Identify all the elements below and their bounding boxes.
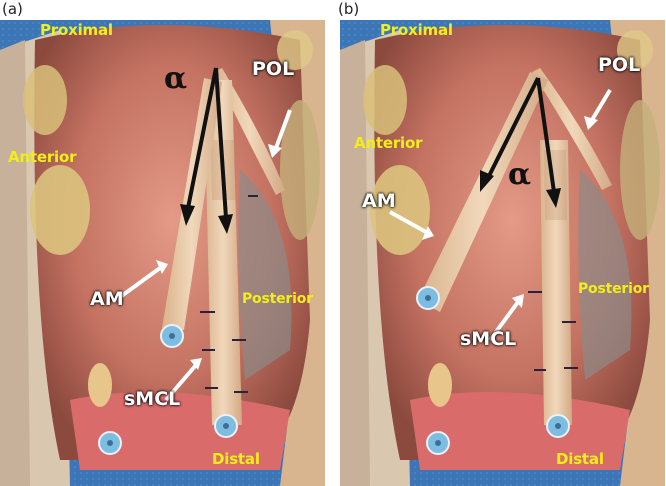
- label-arrows: [114, 109, 292, 402]
- label-am: AM: [90, 288, 124, 310]
- label-arrows: [389, 88, 612, 342]
- label-posterior: Posterior: [242, 291, 313, 307]
- panel-b-letter: (b): [338, 0, 360, 18]
- screw-distal: [426, 431, 450, 455]
- label-alpha: α: [164, 61, 188, 96]
- panel-a-letter: (a): [2, 0, 23, 18]
- surgical-photo-b: [340, 20, 665, 486]
- panel-b-photo: Proximal Anterior Posterior Distal AM sM…: [340, 20, 665, 486]
- surgical-photo-a: [0, 20, 325, 486]
- screw-smcl: [546, 414, 570, 438]
- pol-graft: [532, 68, 612, 190]
- label-posterior: Posterior: [578, 281, 649, 297]
- label-pol: POL: [252, 58, 295, 80]
- smcl-graft: [540, 140, 572, 425]
- label-distal: Distal: [212, 450, 260, 468]
- sutures: [200, 195, 258, 393]
- screw-smcl: [214, 414, 238, 438]
- screw-am: [416, 286, 440, 310]
- screw-am: [160, 324, 184, 348]
- label-anterior: Anterior: [354, 134, 423, 152]
- exposed-tissue: [34, 25, 311, 460]
- label-alpha: α: [508, 157, 532, 192]
- label-proximal: Proximal: [380, 21, 453, 39]
- label-pol: POL: [598, 54, 641, 76]
- am-graft: [162, 78, 222, 330]
- label-proximal: Proximal: [40, 21, 113, 39]
- alpha-angle-arrows: [180, 67, 233, 234]
- alpha-angle-arrows: [480, 77, 561, 208]
- label-distal: Distal: [556, 450, 604, 468]
- tibia-surface: [410, 392, 630, 470]
- label-smcl: sMCL: [124, 388, 181, 410]
- sutures: [528, 291, 578, 371]
- smcl-graft: [204, 80, 242, 425]
- label-smcl: sMCL: [460, 328, 517, 350]
- am-graft: [418, 72, 548, 312]
- panel-a-photo: Proximal Anterior Posterior Distal AM sM…: [0, 20, 325, 486]
- screw-distal: [98, 431, 122, 455]
- label-am: AM: [362, 190, 396, 212]
- label-anterior: Anterior: [8, 148, 77, 166]
